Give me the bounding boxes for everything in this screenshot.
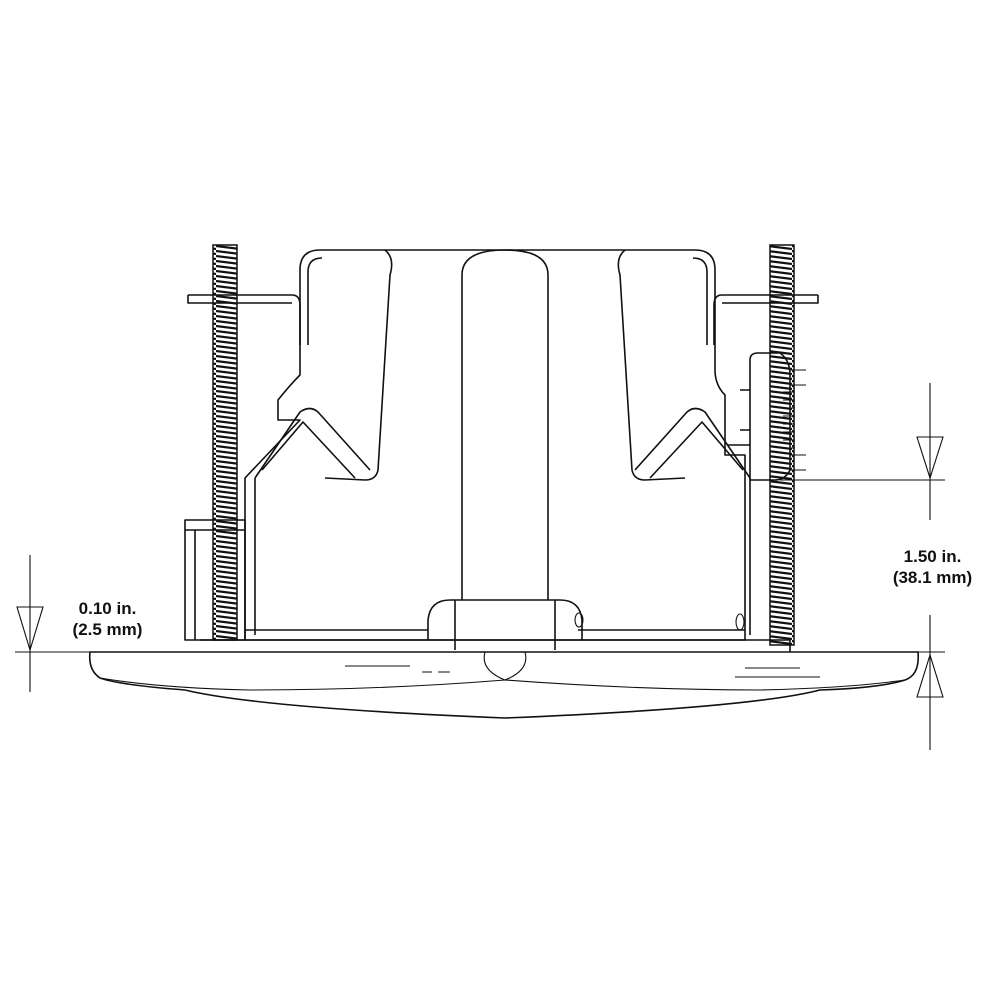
left-threaded-rod [212, 244, 238, 641]
mounting-brackets [187, 294, 819, 345]
flange-metric: (2.5 mm) [72, 620, 143, 639]
clamp-metric: (38.1 mm) [892, 568, 973, 587]
flange-dimension-label: 0.10 in. (2.5 mm) [55, 598, 160, 640]
flange-imperial: 0.10 in. [78, 599, 137, 618]
clamp-imperial: 1.50 in. [903, 547, 962, 566]
speaker-can [184, 249, 806, 650]
speaker-trim [88, 639, 920, 719]
dimension-flange [15, 555, 90, 692]
clamp-dimension-label: 1.50 in. (38.1 mm) [870, 546, 995, 588]
dimension-clamp [780, 383, 945, 750]
